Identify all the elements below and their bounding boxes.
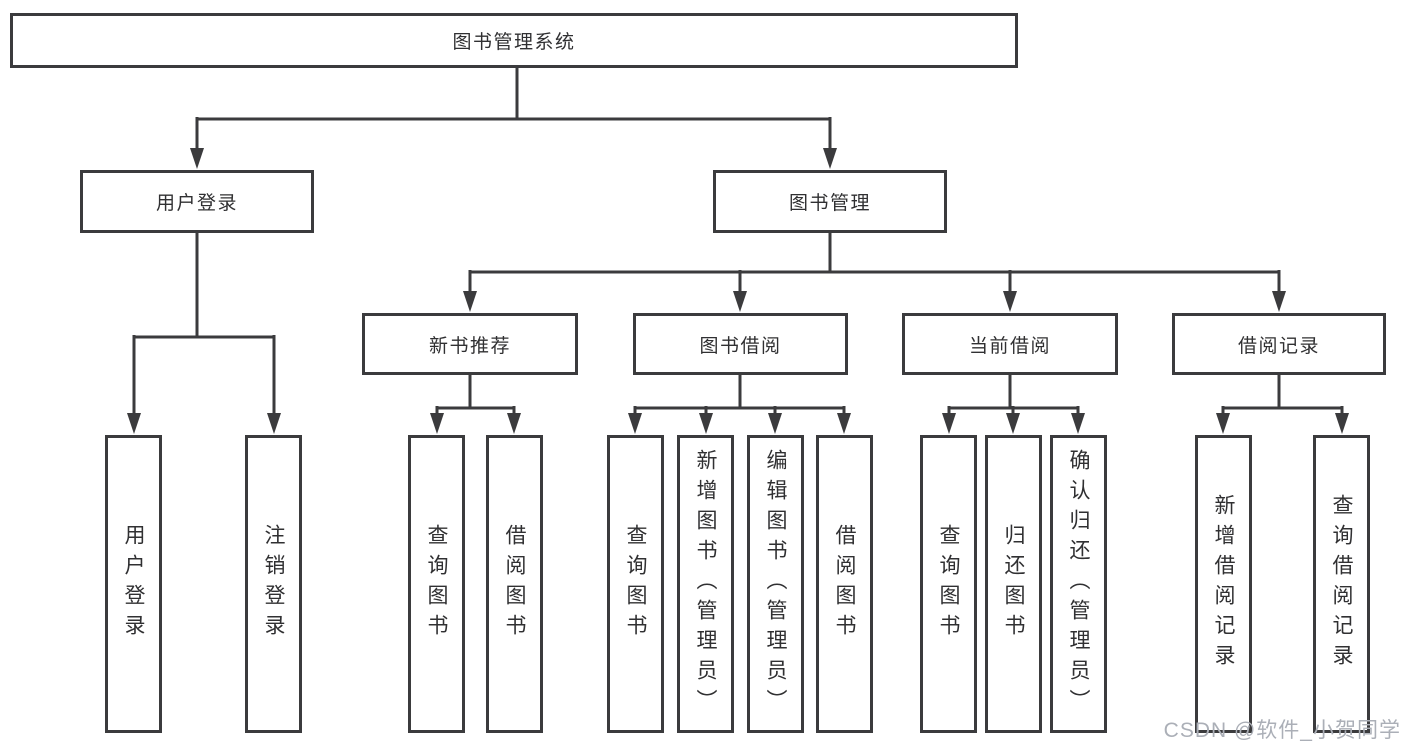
connector-userlogin-to-leaves <box>132 233 276 416</box>
csdn-watermark: CSDN @软件_小贺同学 <box>1163 719 1401 742</box>
node-label: 查询借阅记录 <box>1330 494 1354 674</box>
leaf-query-books-2: 查询图书 <box>607 435 664 733</box>
leaf-user-login: 用户登录 <box>105 435 162 733</box>
leaf-add-books-admin: 新增图书（管理员） <box>677 435 734 733</box>
leaf-add-borrow-record: 新增借阅记录 <box>1195 435 1252 733</box>
node-label: 新增借阅记录 <box>1212 494 1236 674</box>
leaf-query-borrow-record: 查询借阅记录 <box>1313 435 1370 733</box>
arrow-down-icon <box>1006 413 1020 434</box>
node-label: 图书管理 <box>788 193 871 214</box>
node-label: 注销登录 <box>262 524 286 644</box>
node-label: 确认归还（管理员） <box>1067 449 1091 719</box>
arrow-down-icon <box>699 413 713 434</box>
node-book-management-system: 图书管理系统 <box>10 13 1018 68</box>
arrow-down-icon <box>507 413 521 434</box>
connector-currentborrow-to-leaves <box>947 375 1080 416</box>
connector-records-to-leaves <box>1221 375 1344 416</box>
arrow-down-icon <box>1003 291 1017 312</box>
leaf-borrow-books-1: 借阅图书 <box>486 435 543 733</box>
leaf-edit-books-admin: 编辑图书（管理员） <box>747 435 804 733</box>
node-label: 图书管理系统 <box>452 32 576 53</box>
leaf-confirm-return-admin: 确认归还（管理员） <box>1050 435 1107 733</box>
arrow-down-icon <box>463 291 477 312</box>
arrow-down-icon <box>127 413 141 434</box>
node-label: 查询图书 <box>624 524 648 644</box>
node-label: 编辑图书（管理员） <box>764 449 788 719</box>
leaf-borrow-books-2: 借阅图书 <box>816 435 873 733</box>
arrow-down-icon <box>628 413 642 434</box>
connector-bookmgmt-to-level3 <box>468 233 1281 294</box>
node-label: 借阅图书 <box>503 524 527 644</box>
node-borrowing-records: 借阅记录 <box>1172 313 1386 375</box>
node-label: 当前借阅 <box>968 335 1051 357</box>
leaf-query-books-3: 查询图书 <box>920 435 977 733</box>
node-current-borrowing: 当前借阅 <box>902 313 1118 375</box>
arrow-down-icon <box>1071 413 1085 434</box>
node-label: 图书借阅 <box>699 335 782 357</box>
node-label: 查询图书 <box>425 524 449 644</box>
node-label: 用户登录 <box>122 524 146 644</box>
leaf-query-books-1: 查询图书 <box>408 435 465 733</box>
connector-root-to-level2 <box>195 68 832 151</box>
arrow-down-icon <box>942 413 956 434</box>
arrow-down-icon <box>823 148 837 169</box>
leaf-logout: 注销登录 <box>245 435 302 733</box>
connector-bookborrow-to-leaves <box>633 375 846 416</box>
node-label: 归还图书 <box>1002 524 1026 644</box>
node-label: 查询图书 <box>937 524 961 644</box>
arrow-down-icon <box>768 413 782 434</box>
arrow-down-icon <box>267 413 281 434</box>
arrow-down-icon <box>430 413 444 434</box>
arrow-down-icon <box>1335 413 1349 434</box>
node-label: 借阅记录 <box>1237 335 1320 357</box>
arrow-down-icon <box>1272 291 1286 312</box>
arrow-down-icon <box>190 148 204 169</box>
node-label: 新书推荐 <box>428 335 511 357</box>
node-user-login-branch: 用户登录 <box>80 170 314 233</box>
node-new-book-recommend: 新书推荐 <box>362 313 578 375</box>
node-label: 用户登录 <box>155 193 238 214</box>
node-book-management-branch: 图书管理 <box>713 170 947 233</box>
leaf-return-books: 归还图书 <box>985 435 1042 733</box>
node-book-borrowing: 图书借阅 <box>633 313 848 375</box>
arrow-down-icon <box>837 413 851 434</box>
arrow-down-icon <box>1216 413 1230 434</box>
arrow-down-icon <box>733 291 747 312</box>
node-label: 新增图书（管理员） <box>694 449 718 719</box>
connector-newbook-to-leaves <box>435 375 516 416</box>
node-label: 借阅图书 <box>833 524 857 644</box>
